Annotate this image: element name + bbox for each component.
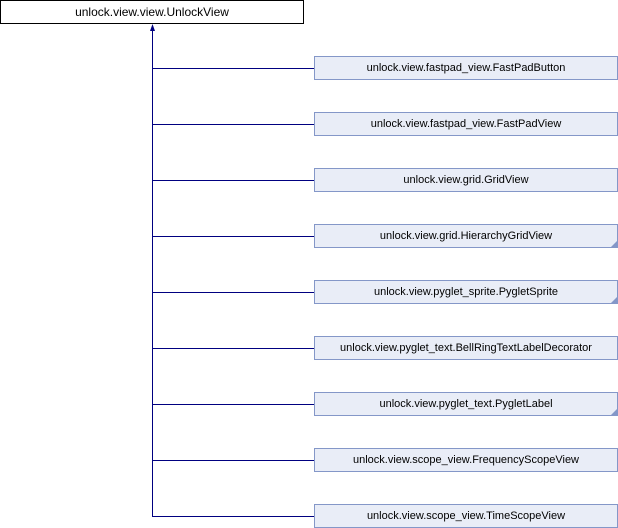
derived-class-box[interactable]: unlock.view.scope_view.TimeScopeView: [314, 504, 618, 528]
has-subclasses-marker-icon: [611, 297, 617, 303]
class-name: unlock.view.scope_view.FrequencyScopeVie…: [352, 454, 580, 466]
derived-class-box[interactable]: unlock.view.pyglet_text.PygletLabel: [314, 392, 618, 416]
class-name: unlock.view.scope_view.TimeScopeView: [366, 510, 566, 522]
derived-class-box[interactable]: unlock.view.grid.GridView: [314, 168, 618, 192]
class-name: unlock.view.pyglet_text.PygletLabel: [379, 398, 553, 410]
class-name: unlock.view.fastpad_view.FastPadButton: [366, 62, 566, 74]
has-subclasses-marker-icon: [611, 241, 617, 247]
derived-class-box[interactable]: unlock.view.pyglet_text.BellRingTextLabe…: [314, 336, 618, 360]
class-name: unlock.view.grid.GridView: [403, 174, 529, 186]
inheritance-arrowhead: [150, 24, 155, 31]
has-subclasses-marker-icon: [611, 409, 617, 415]
class-name: unlock.view.pyglet_sprite.PygletSprite: [373, 286, 559, 298]
class-name: unlock.view.grid.HierarchyGridView: [379, 230, 553, 242]
class-name: unlock.view.fastpad_view.FastPadView: [370, 118, 562, 130]
derived-class-box[interactable]: unlock.view.pyglet_sprite.PygletSprite: [314, 280, 618, 304]
derived-class-box[interactable]: unlock.view.grid.HierarchyGridView: [314, 224, 618, 248]
derived-class-box[interactable]: unlock.view.fastpad_view.FastPadView: [314, 112, 618, 136]
derived-class-box[interactable]: unlock.view.fastpad_view.FastPadButton: [314, 56, 618, 80]
derived-class-box[interactable]: unlock.view.scope_view.FrequencyScopeVie…: [314, 448, 618, 472]
base-class-box[interactable]: unlock.view.view.UnlockView: [0, 0, 304, 24]
class-name: unlock.view.pyglet_text.BellRingTextLabe…: [340, 342, 592, 354]
